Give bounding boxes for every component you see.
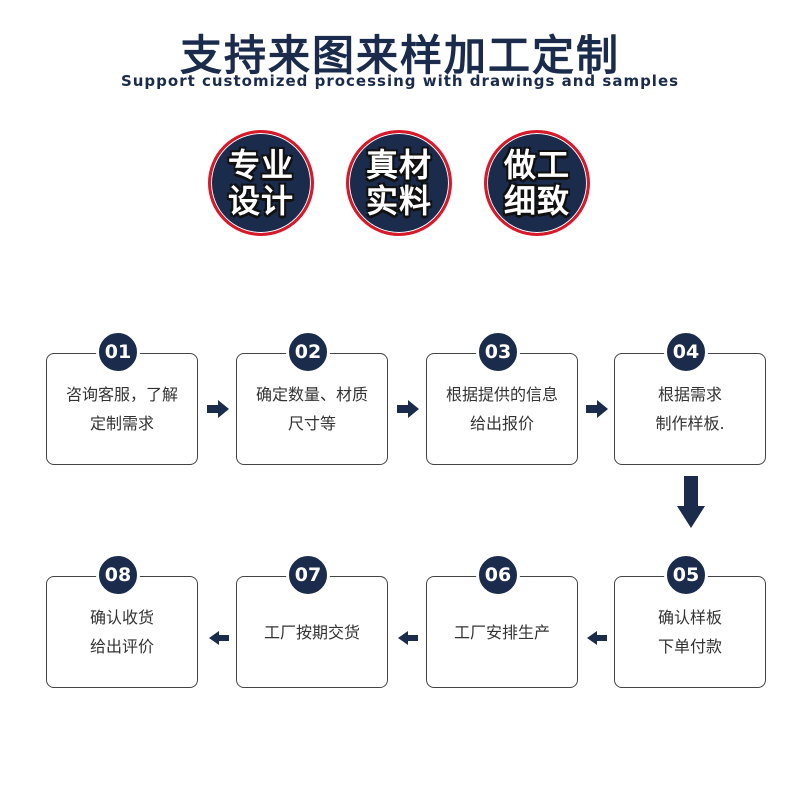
- step-number-06: 06: [476, 553, 520, 597]
- step-text: 下单付款: [657, 637, 722, 656]
- step-text: 确认样板: [657, 608, 722, 627]
- step-number-05: 05: [664, 553, 708, 597]
- step-text: 给出评价: [89, 637, 154, 656]
- step-text: 咨询客服，了解: [65, 385, 178, 404]
- badge-genuine-materials: 真材 实料: [346, 130, 452, 236]
- step-number-07: 07: [286, 553, 330, 597]
- step-number-01: 01: [96, 330, 140, 374]
- step-text: 给出报价: [469, 414, 534, 433]
- badge-line: 专业: [227, 146, 294, 184]
- step-text: 定制需求: [89, 414, 154, 433]
- step-number-02: 02: [286, 330, 330, 374]
- arrow-left-icon: [398, 631, 418, 645]
- step-text: 工厂安排生产: [453, 622, 550, 642]
- step-box-07: 工厂按期交货: [236, 576, 388, 688]
- page-subtitle: Support customized processing with drawi…: [120, 72, 680, 90]
- badge-fine-workmanship: 做工 细致: [484, 130, 590, 236]
- step-text: 确认收货: [89, 608, 154, 627]
- badge-line: 做工: [503, 146, 570, 184]
- badge-line: 设计: [227, 182, 294, 220]
- arrow-left-icon: [209, 631, 229, 645]
- step-number-03: 03: [476, 330, 520, 374]
- arrow-right-icon: [207, 400, 229, 418]
- step-text: 确定数量、材质: [255, 385, 368, 404]
- step-text: 工厂按期交货: [263, 622, 360, 642]
- step-text: 根据提供的信息: [445, 385, 558, 404]
- step-text: 根据需求: [657, 385, 722, 404]
- step-number-04: 04: [664, 330, 708, 374]
- arrow-right-icon: [397, 400, 419, 418]
- page-title: 支持来图来样加工定制: [179, 31, 620, 80]
- step-text: 制作样板.: [655, 414, 725, 433]
- arrow-down-icon: [677, 476, 705, 528]
- step-text: 尺寸等: [287, 414, 336, 433]
- badge-professional-design: 专业 设计: [208, 130, 314, 236]
- arrow-right-icon: [586, 400, 608, 418]
- badge-line: 实料: [365, 182, 432, 220]
- badge-line: 细致: [503, 182, 570, 220]
- arrow-left-icon: [587, 631, 607, 645]
- badge-line: 真材: [365, 146, 432, 184]
- step-number-08: 08: [96, 553, 140, 597]
